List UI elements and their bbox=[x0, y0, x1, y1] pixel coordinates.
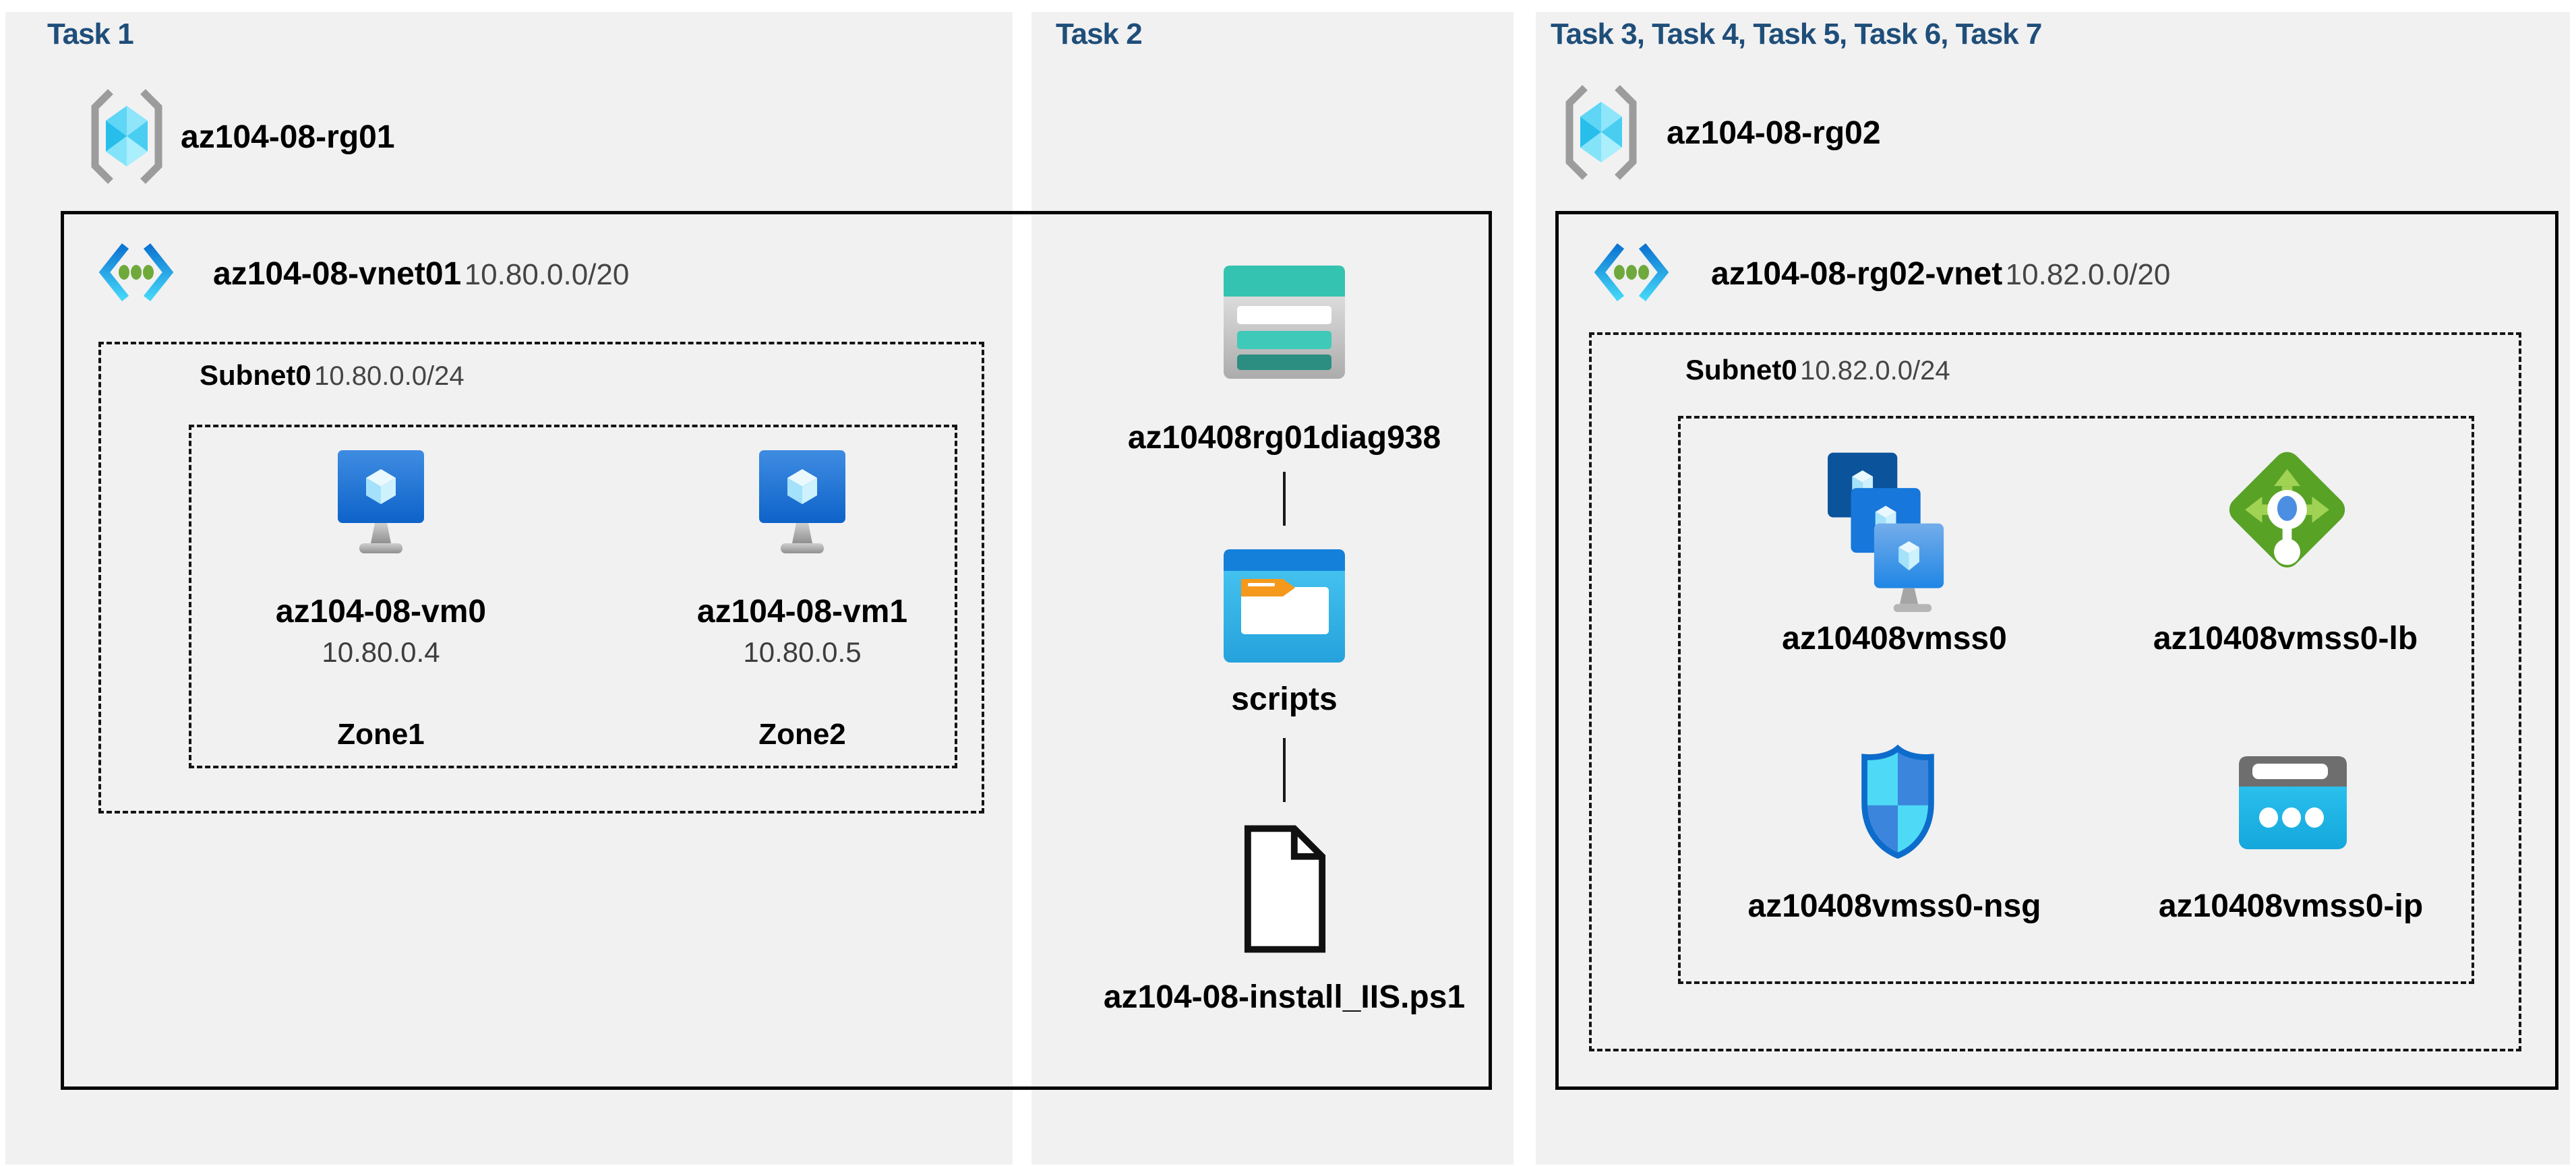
panel-task1 bbox=[5, 12, 1013, 1165]
network-security-group-icon bbox=[1861, 744, 1934, 859]
resource-group-name: az104-08-rg01 bbox=[181, 119, 395, 155]
subnet-title-right: Subnet0 10.82.0.0/24 bbox=[1685, 352, 1950, 395]
vnet-boundary-box-right bbox=[1555, 211, 2558, 1090]
blob-container-icon bbox=[1224, 549, 1345, 663]
vnet-cidr: 10.82.0.0/20 bbox=[2005, 258, 2171, 291]
vm-name: az104-08-vm1 bbox=[696, 594, 908, 630]
task2-heading: Task 2 bbox=[1056, 18, 1143, 51]
subnet-title-left: Subnet0 10.80.0.0/24 bbox=[200, 357, 465, 400]
vm-zone: Zone2 bbox=[758, 718, 846, 751]
vnet-name: az104-08-vnet01 bbox=[213, 256, 462, 292]
subnet-cidr: 10.82.0.0/24 bbox=[1800, 356, 1950, 386]
vm-ip: 10.80.0.5 bbox=[743, 636, 862, 668]
vm-zone: Zone1 bbox=[337, 718, 425, 751]
task1-heading: Task 1 bbox=[47, 18, 134, 51]
zones-dashed-box bbox=[189, 425, 957, 768]
panel-task3 bbox=[1536, 12, 2570, 1165]
vm-name: az104-08-vm0 bbox=[275, 594, 487, 630]
resources-dashed-box bbox=[1678, 416, 2474, 984]
subnet-dashed-box-right bbox=[1589, 332, 2521, 1051]
load-balancer-name: az10408vmss0-lb bbox=[2153, 621, 2418, 656]
storage-account-name: az10408rg01diag938 bbox=[1127, 420, 1441, 456]
public-ip-icon bbox=[2239, 756, 2347, 849]
connector-container-to-file bbox=[1283, 738, 1286, 802]
vnet-title: az104-08-vnet01 10.80.0.0/20 bbox=[213, 255, 629, 301]
subnet-name: Subnet0 bbox=[200, 359, 311, 391]
virtual-machine-icon bbox=[338, 450, 424, 553]
virtual-machine-icon bbox=[759, 450, 845, 553]
task3-heading: Task 3, Task 4, Task 5, Task 6, Task 7 bbox=[1551, 18, 2042, 51]
subnet-name: Subnet0 bbox=[1685, 354, 1797, 386]
vm-scale-set-icon bbox=[1828, 452, 1944, 612]
script-file-icon bbox=[1244, 825, 1326, 953]
load-balancer-icon bbox=[2229, 452, 2345, 567]
resource-group-name: az104-08-rg02 bbox=[1667, 115, 1881, 151]
public-ip-name: az10408vmss0-ip bbox=[2158, 888, 2424, 924]
resource-group-icon bbox=[91, 89, 162, 184]
subnet-dashed-box-left bbox=[98, 342, 984, 814]
resource-group-icon bbox=[1565, 85, 1637, 180]
subnet-cidr: 10.80.0.0/24 bbox=[314, 361, 465, 391]
vnet-cidr: 10.80.0.0/20 bbox=[464, 258, 630, 291]
vnet-name: az104-08-rg02-vnet bbox=[1711, 256, 2003, 292]
script-file-name: az104-08-install_IIS.ps1 bbox=[1103, 979, 1466, 1015]
storage-account-icon bbox=[1224, 266, 1345, 379]
connector-storage-to-container bbox=[1283, 472, 1286, 526]
container-name: scripts bbox=[1231, 681, 1338, 717]
nsg-name: az10408vmss0-nsg bbox=[1747, 888, 2041, 924]
vm-ip: 10.80.0.4 bbox=[322, 636, 440, 668]
vnet-boundary-box-left bbox=[61, 211, 1492, 1090]
vnet-title: az104-08-rg02-vnet 10.82.0.0/20 bbox=[1711, 255, 2170, 301]
virtual-network-icon bbox=[98, 243, 174, 302]
virtual-network-icon bbox=[1594, 243, 1669, 302]
vmss-name: az10408vmss0 bbox=[1782, 621, 2007, 656]
